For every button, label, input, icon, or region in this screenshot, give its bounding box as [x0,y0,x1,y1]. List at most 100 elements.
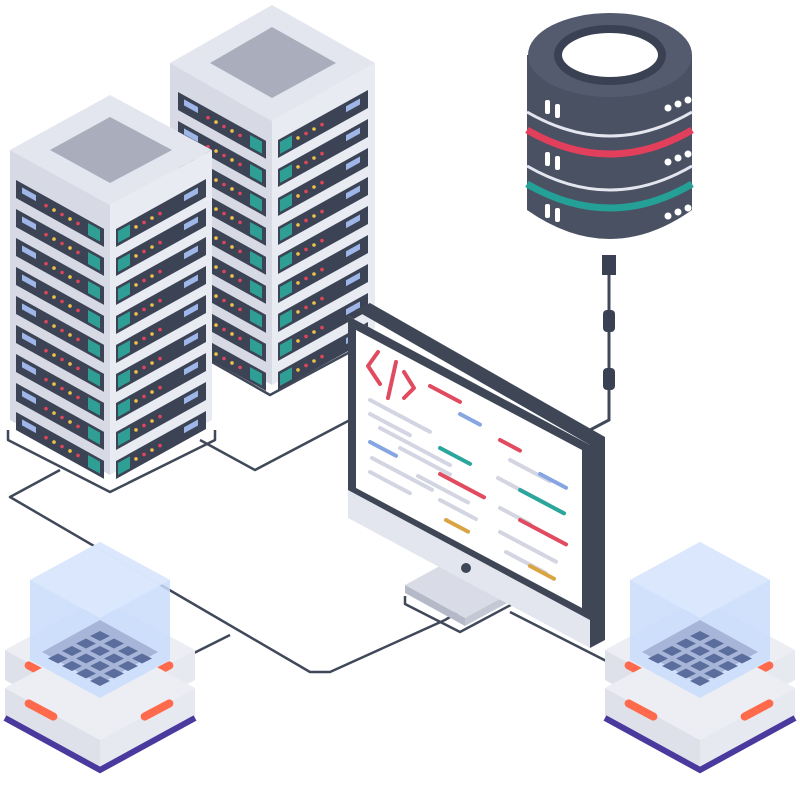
rack-front-slots-left [16,180,104,479]
drive-bay [250,163,262,183]
chip-cell [732,653,752,664]
status-led [238,220,242,225]
drive-bay [280,164,292,183]
server-slot [16,354,104,421]
status-led [52,237,56,241]
node-glow-light [140,699,174,721]
drive-bay [250,192,262,212]
code-line [518,518,568,547]
status-led [44,203,48,208]
status-led [222,240,226,245]
drive-bay [88,280,100,300]
status-led [214,294,218,298]
status-led [214,323,218,327]
chip-cell [76,638,96,649]
status-led [150,245,154,249]
chip-cell [690,661,710,671]
status-led [142,249,146,254]
drive-bay [118,427,130,446]
node-accent-stripe [3,715,197,774]
server-slot [16,209,104,276]
drive-bay [280,222,292,241]
status-led [296,223,300,227]
status-led [214,352,218,356]
cable-rack-base-left [6,430,217,494]
chip-cell [690,676,710,686]
status-led [76,250,80,255]
status-led [44,261,48,266]
status-led [230,216,234,220]
monitor-power-icon [461,563,471,573]
status-led [312,301,316,305]
status-led [134,457,138,461]
slot-label-plate [22,419,36,434]
status-led [296,252,300,256]
status-led [230,245,234,249]
monitor-screen [356,330,582,608]
code-line [438,498,478,522]
cable-rack-connector [199,418,351,472]
chip-cell [118,646,138,656]
status-led [312,185,316,189]
status-led [214,207,218,211]
status-led [60,270,64,275]
status-led [222,356,226,361]
status-led [142,307,146,312]
code-line [458,412,482,427]
status-led [296,339,300,343]
chip-cell [662,646,682,656]
status-led [142,365,146,370]
monitor-stand-base [405,555,520,618]
cable-connector-icon [589,255,616,432]
drive-bay [88,454,100,474]
node-tray-side [605,688,700,770]
status-led [142,278,146,283]
chip-cell [76,668,96,679]
status-led [230,158,234,162]
chip-cell [90,661,110,671]
drive-bay [88,425,100,445]
status-led [60,415,64,420]
code-line [368,470,412,496]
cpu-node-left [3,542,197,774]
drive-bay [88,338,100,358]
status-led [68,217,72,221]
status-led [238,365,242,370]
status-led [320,180,324,185]
server-slot [16,267,104,334]
status-led [150,361,154,365]
status-led [320,122,324,127]
status-led [52,411,56,415]
status-led [230,129,234,133]
chip-cell [648,653,668,664]
slot-label-plate [184,216,198,231]
drive-bay [118,253,130,272]
status-led [76,366,80,371]
status-led [304,160,308,165]
chip-cell [662,661,682,671]
node-accent-stripe [603,715,797,774]
rack-top-vent-icon [50,117,172,183]
slot-label-plate [22,390,36,405]
code-line [398,446,452,477]
status-led [60,328,64,333]
slot-label-plate [184,303,198,318]
status-led [304,305,308,310]
status-led [312,272,316,276]
code-icon [366,350,416,400]
chip-cell [676,653,696,664]
status-led [238,133,242,138]
drive-bay [250,337,262,357]
status-led [142,452,146,457]
code-line [538,472,568,490]
status-led [304,276,308,281]
status-led [150,332,154,336]
drive-bay [88,309,100,329]
status-led [134,341,138,345]
status-led [68,362,72,366]
status-led [52,382,56,386]
drive-bay [88,396,100,416]
status-led [320,325,324,330]
status-led [222,153,226,158]
